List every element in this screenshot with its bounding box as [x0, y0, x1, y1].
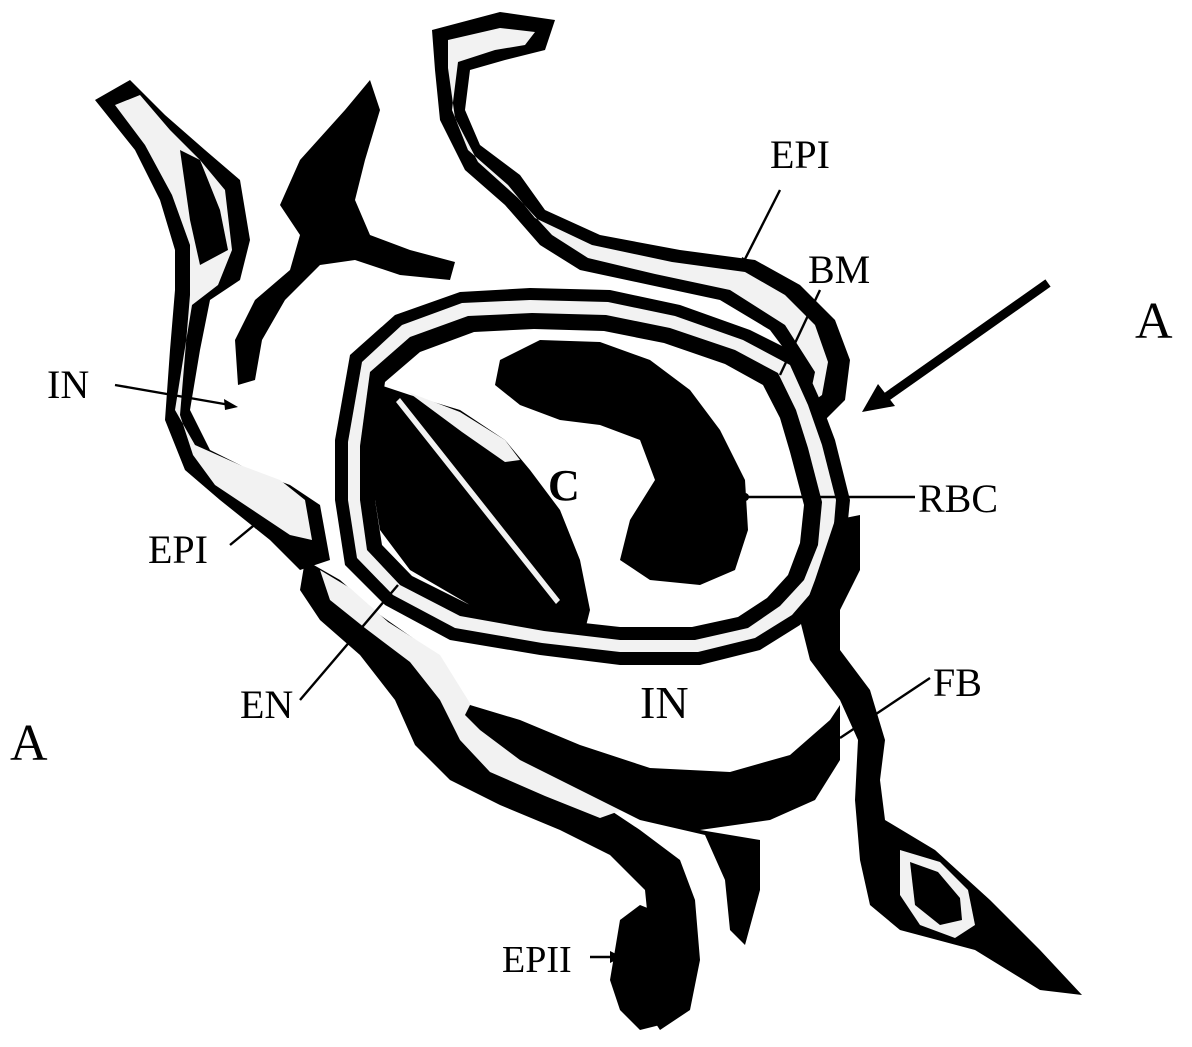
label-epii: EPII	[502, 939, 572, 981]
label-fb: FB	[933, 660, 982, 705]
label-section-a-left: A	[10, 715, 48, 772]
label-epi-top: EPI	[770, 132, 830, 177]
label-bm: BM	[808, 247, 870, 292]
label-in-bottom: IN	[640, 677, 689, 728]
arrow-to-wall	[862, 283, 1048, 412]
label-epi-left: EPI	[148, 527, 208, 572]
label-en: EN	[240, 682, 293, 727]
label-section-a-right: A	[1135, 293, 1173, 350]
epithelium-right	[800, 515, 1082, 995]
label-in-left: IN	[47, 362, 89, 407]
label-rbc: RBC	[918, 476, 998, 521]
epithelium-top-left	[95, 80, 330, 570]
label-c: C	[548, 461, 580, 510]
